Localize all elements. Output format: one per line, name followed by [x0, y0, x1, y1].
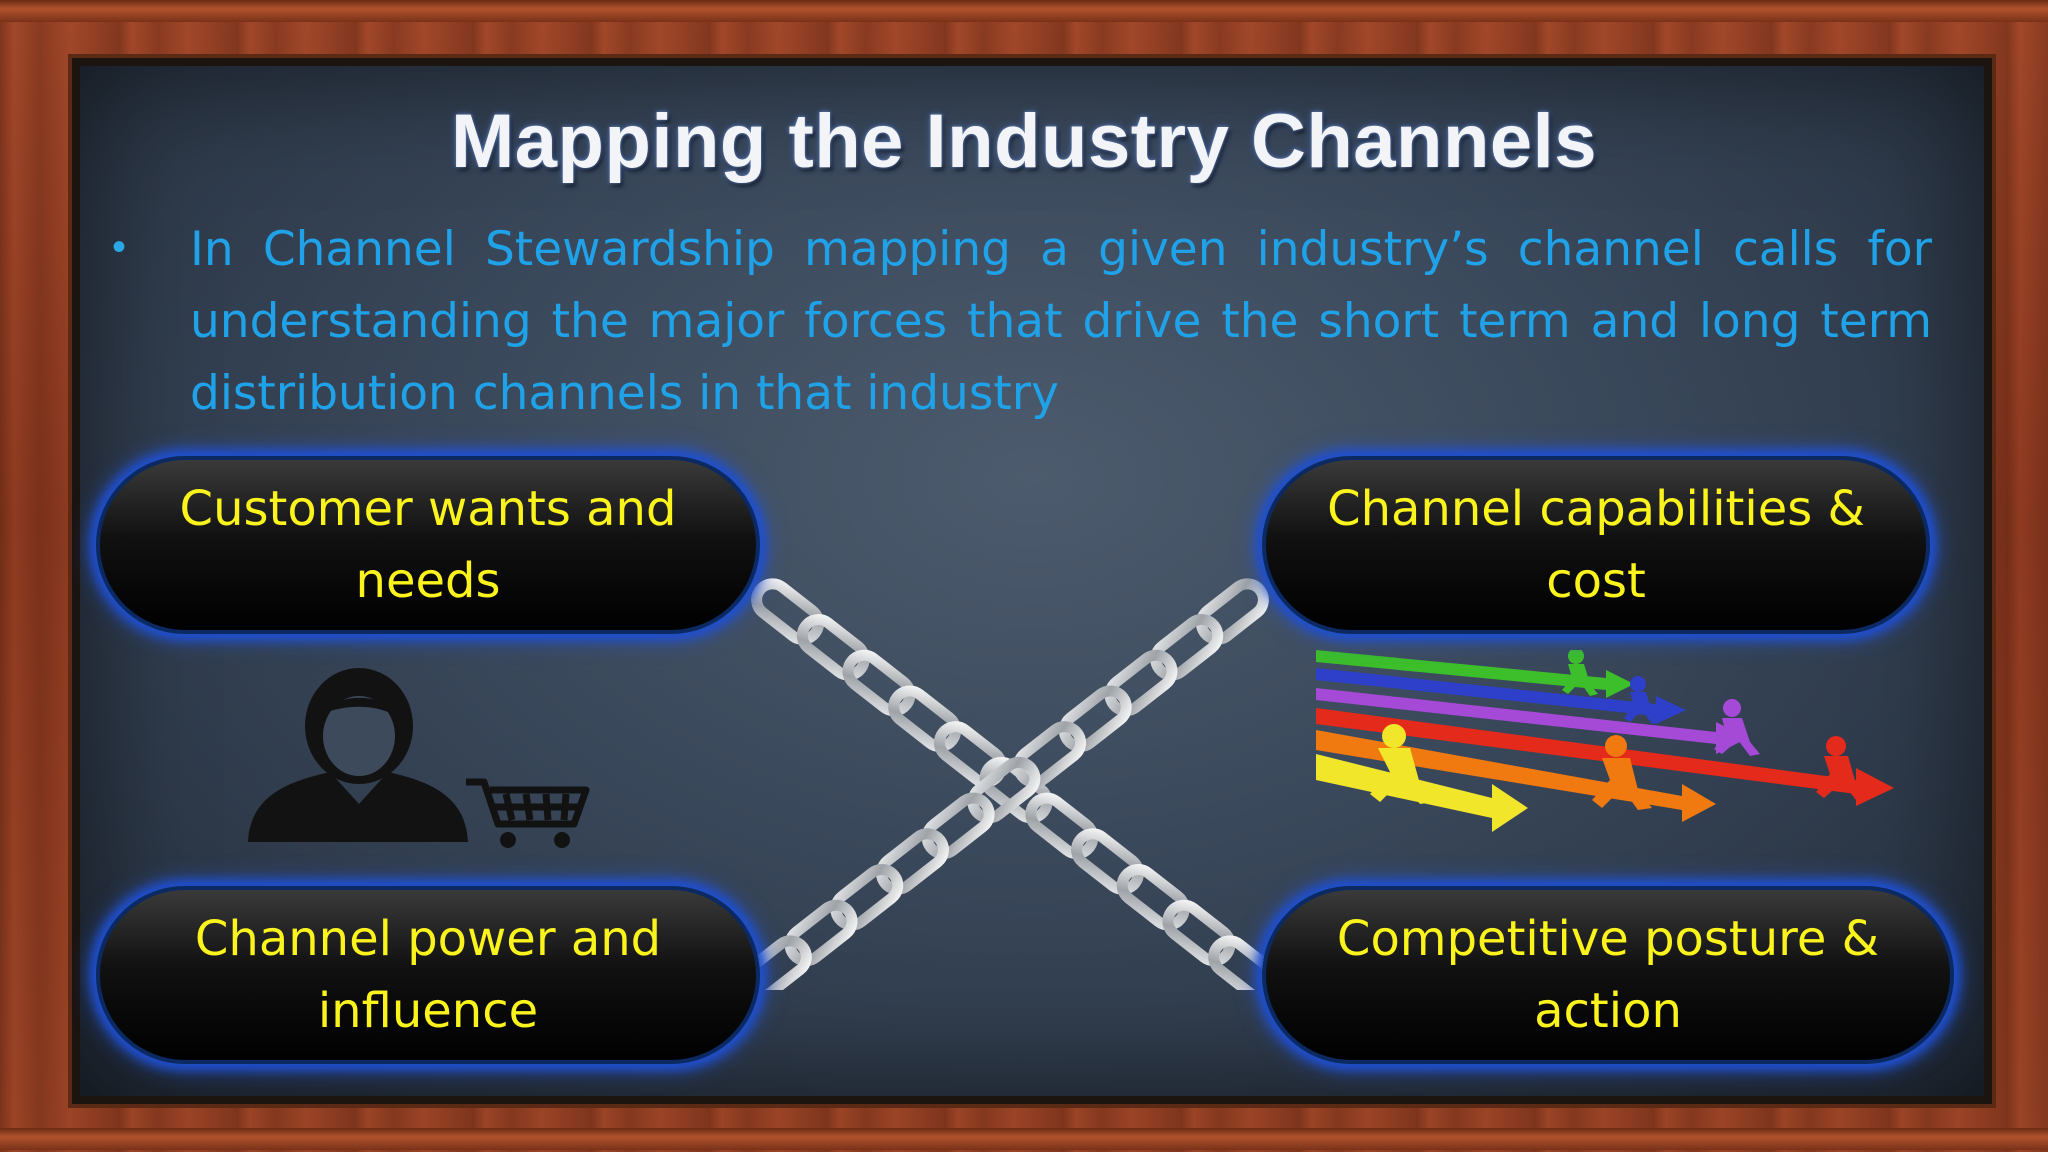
force-customer-wants-label: Customer wants and needs — [179, 481, 677, 609]
force-channel-power-label: Channel power and influence — [194, 911, 662, 1039]
bullet-text: In Channel Stewardship mapping a given i… — [190, 222, 1932, 421]
slide-title: Mapping the Industry Channels — [450, 99, 1598, 184]
force-channel-power: Channel power and influence — [96, 886, 760, 1064]
chain-strand-a — [751, 578, 1280, 990]
bullet-marker: • — [112, 225, 127, 269]
force-competitive-posture: Competitive posture & action — [1262, 886, 1954, 1064]
force-competitive-posture-label: Competitive posture & action — [1336, 911, 1880, 1039]
crossed-chains-icon — [740, 578, 1280, 990]
chain-strand-b — [740, 578, 1269, 990]
frame-bottom-ledge — [0, 1128, 2048, 1150]
running-figures-on-arrows-icon — [1316, 650, 1894, 832]
force-customer-wants: Customer wants and needs — [96, 456, 760, 634]
force-channel-capabilities: Channel capabilities & cost — [1262, 456, 1930, 634]
runner-figures — [1370, 650, 1868, 810]
force-channel-capabilities-label: Channel capabilities & cost — [1327, 481, 1865, 609]
shopper-with-cart-icon — [248, 668, 590, 848]
frame-top-ledge — [0, 0, 2048, 22]
